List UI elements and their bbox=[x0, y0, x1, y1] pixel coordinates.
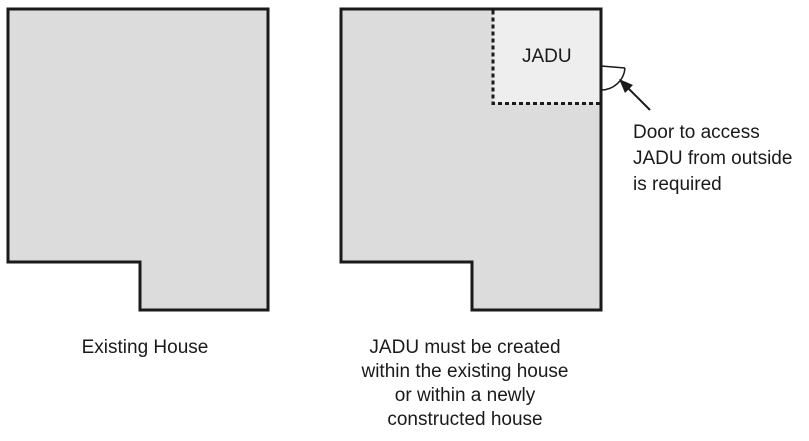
jadu-label: JADU bbox=[522, 46, 572, 67]
door-access-note: Door to access JADU from outside is requ… bbox=[633, 120, 792, 198]
door-note-line-1: Door to access bbox=[633, 122, 760, 143]
jadu-area bbox=[493, 10, 600, 104]
door-note-line-3: is required bbox=[633, 174, 722, 195]
jadu-caption-line-1: JADU must be created bbox=[369, 337, 561, 358]
door-arrow-line bbox=[625, 85, 651, 111]
existing-house-outline bbox=[6, 7, 270, 312]
jadu-caption-line-4: constructed house bbox=[387, 409, 543, 430]
jadu-dotted-boundary bbox=[491, 10, 600, 105]
door-leaf bbox=[600, 65, 626, 69]
door-swing-arc bbox=[600, 67, 626, 91]
door-note-line-2: JADU from outside bbox=[633, 148, 793, 169]
jadu-caption-line-3: or within a newly bbox=[394, 385, 536, 406]
existing-house-caption: Existing House bbox=[81, 337, 209, 358]
jadu-caption: JADU must be created within the existing… bbox=[330, 336, 600, 432]
jadu-caption-line-2: within the existing house bbox=[361, 361, 569, 382]
door-arrow-head bbox=[619, 79, 633, 93]
